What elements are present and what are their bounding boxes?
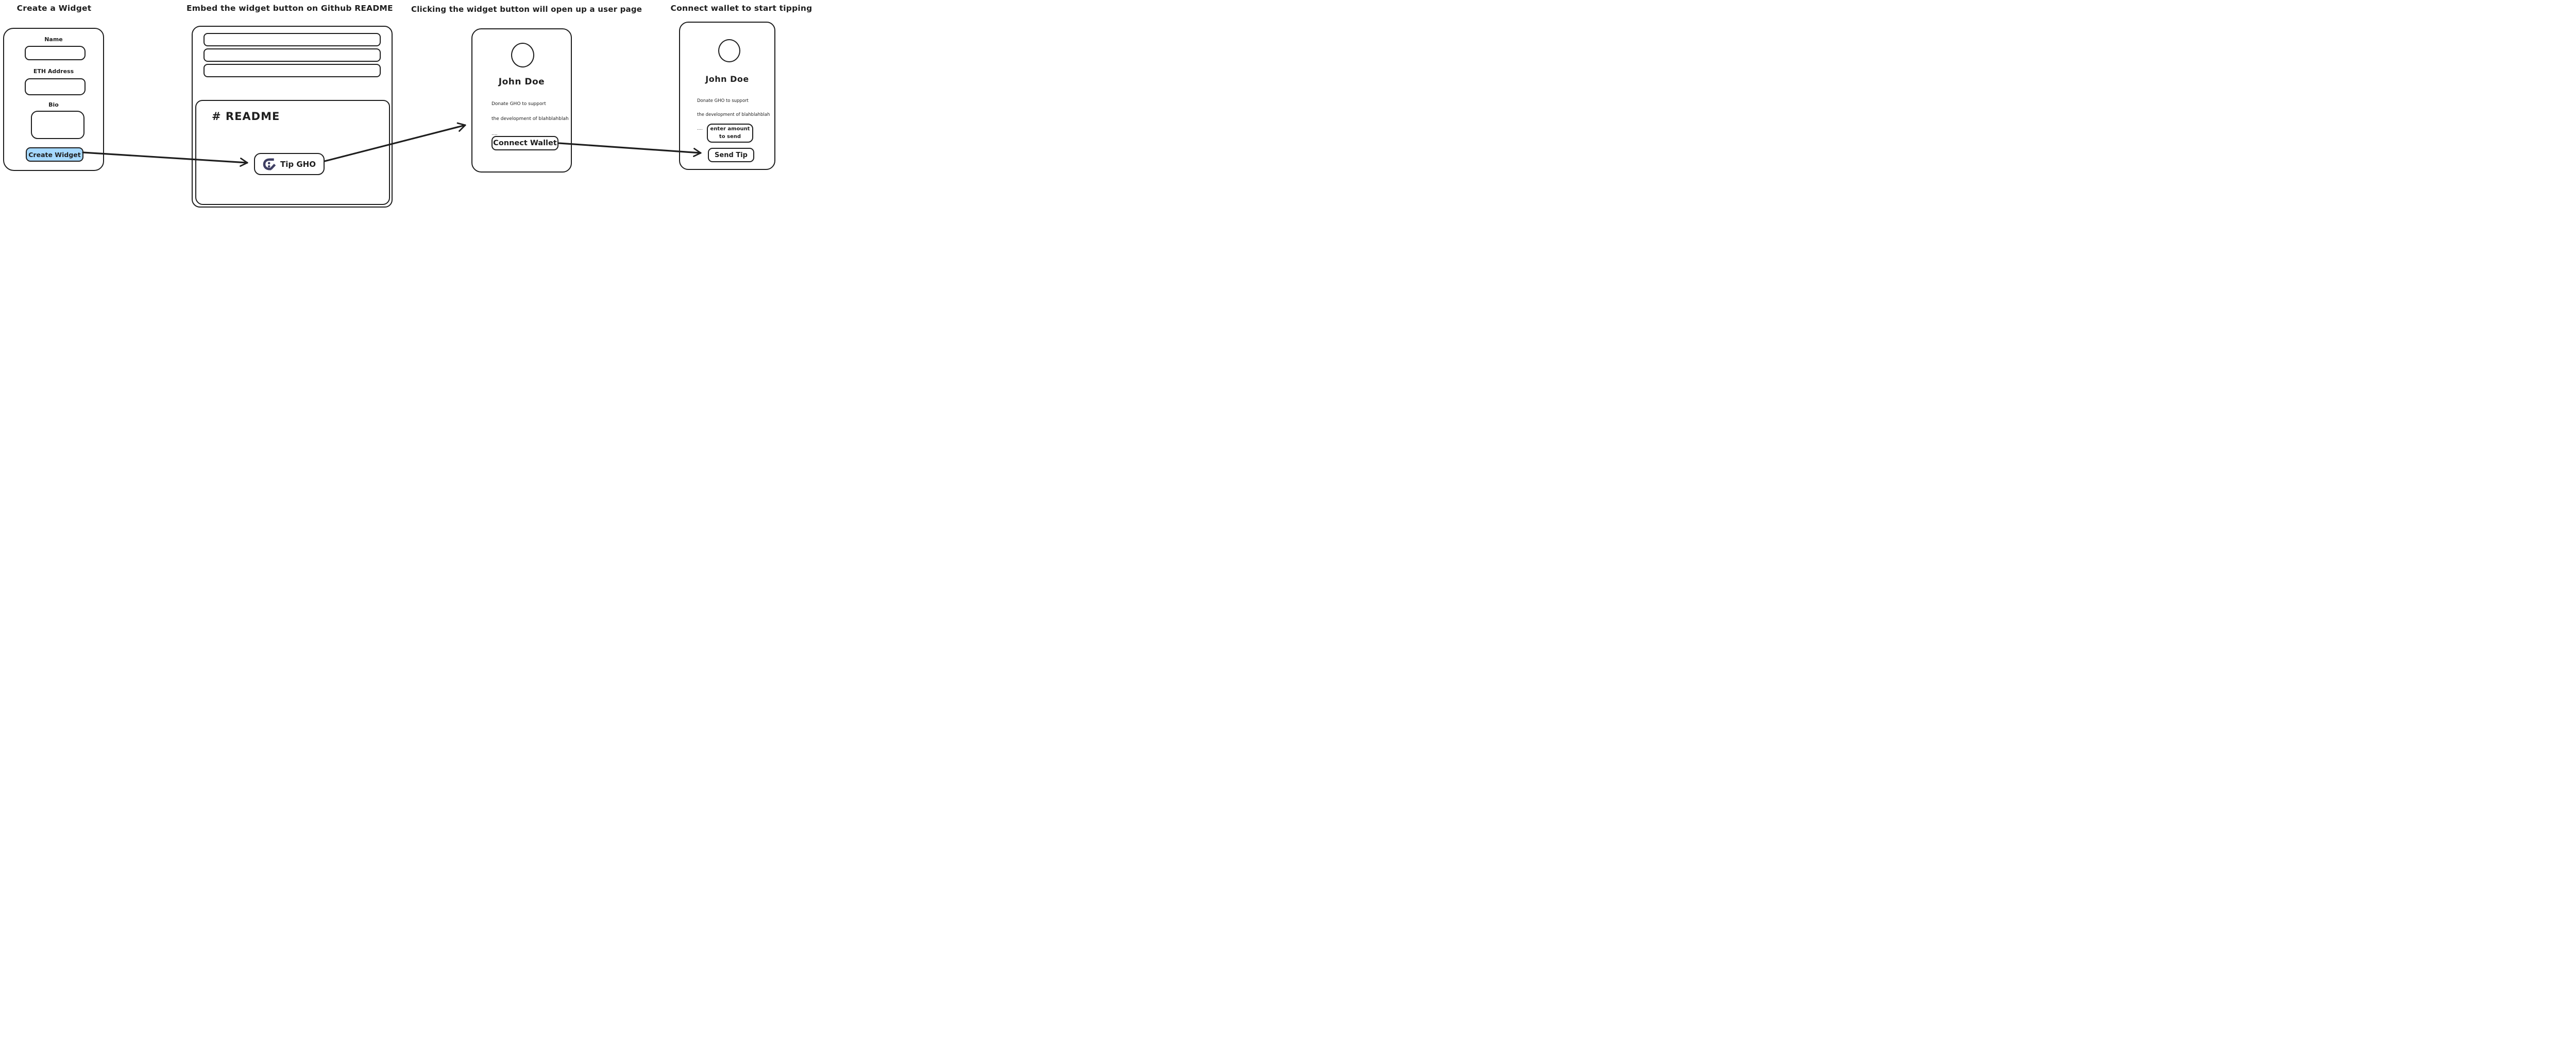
tip-gho-button[interactable]: Tip GHO [254,153,325,175]
avatar-circle [718,39,740,62]
amount-line1: enter amount [710,126,750,132]
user-page-card: John Doe Donate GHO to support the devel… [471,28,572,173]
profile-name: John Doe [498,77,545,87]
tip-gho-label: Tip GHO [280,159,316,169]
readme-heading: # README [212,110,280,123]
profile-bio: Donate GHO to support the development of… [492,101,569,136]
gho-logo-icon [263,158,276,170]
arrowhead [456,122,466,132]
name-label: Name [44,36,63,43]
send-tip-button[interactable]: Send Tip [708,148,754,162]
placeholder-bar [204,64,381,77]
eth-address-input[interactable] [25,78,86,95]
create-widget-card: Name ETH Address Bio Create Widget [3,28,104,171]
create-widget-button[interactable]: Create Widget [26,147,83,162]
profile-name: John Doe [705,74,749,84]
name-input[interactable] [25,46,86,60]
avatar-circle [511,43,534,67]
bio-label: Bio [48,101,59,108]
github-page-card: # README Tip GHO [192,26,393,208]
step2-title: Embed the widget button on Github README [187,4,393,13]
step3-title: Clicking the widget button will open up … [411,5,642,14]
amount-line2: to send [719,133,741,140]
wireframe-flow-diagram: Create a Widget Embed the widget button … [0,0,812,210]
readme-section: # README Tip GHO [195,100,390,205]
step4-title: Connect wallet to start tipping [670,4,812,13]
bio-input[interactable] [31,111,84,139]
tipping-page-card: John Doe Donate GHO to support the devel… [679,22,775,170]
connect-wallet-button[interactable]: Connect Wallet [492,136,558,150]
eth-address-label: ETH Address [33,68,74,75]
placeholder-bar [204,33,381,46]
step1-title: Create a Widget [16,4,92,13]
amount-input[interactable]: enter amount to send [707,124,753,143]
profile-bio: Donate GHO to support the development of… [697,98,770,132]
placeholder-bar [204,48,381,62]
